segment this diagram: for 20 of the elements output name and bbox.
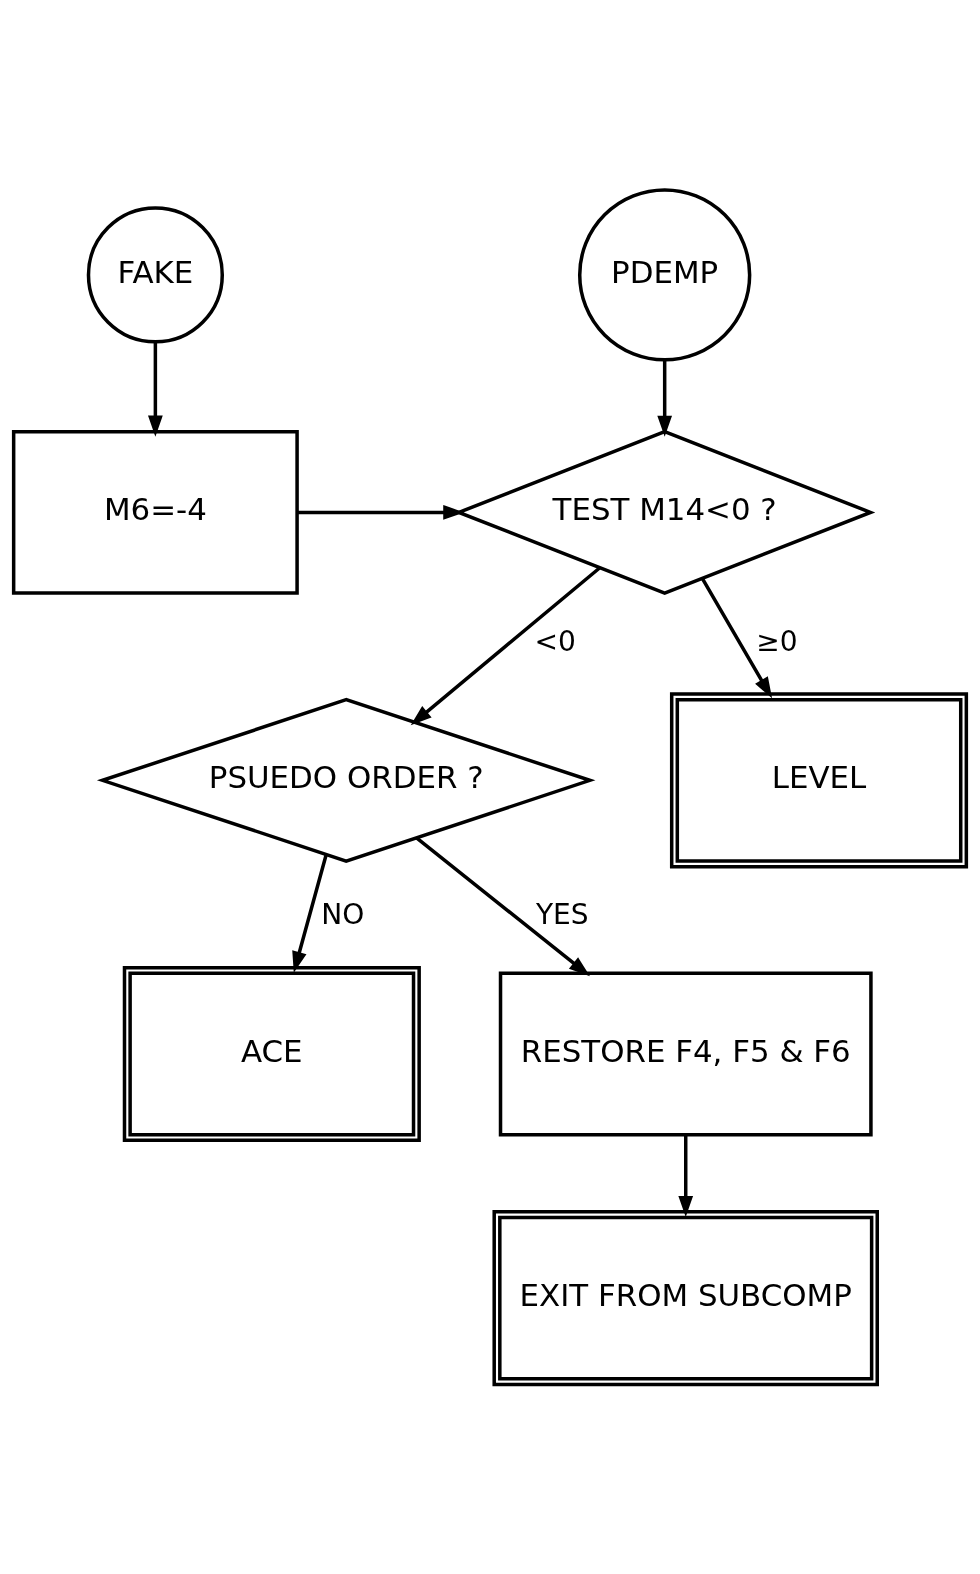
arrow bbox=[292, 854, 328, 973]
edge-label: <0 bbox=[534, 624, 576, 658]
edge-label: YES bbox=[535, 898, 589, 932]
node-box: ACE bbox=[122, 965, 421, 1142]
arrow bbox=[410, 566, 601, 726]
node-circle: PDEMP bbox=[577, 188, 752, 362]
arrow bbox=[657, 360, 673, 437]
edge-label: ≥0 bbox=[756, 624, 798, 658]
arrow bbox=[700, 577, 773, 699]
node-circle: FAKE bbox=[86, 206, 224, 344]
node-box: RESTORE F4, F5 & F6 bbox=[498, 971, 873, 1137]
edge-label: NO bbox=[321, 898, 365, 932]
node-box: LEVEL bbox=[669, 692, 969, 869]
arrow bbox=[678, 1135, 694, 1217]
arrow bbox=[148, 341, 163, 437]
node-box: EXIT FROM SUBCOMP bbox=[492, 1210, 879, 1387]
arrow bbox=[297, 505, 465, 520]
arrow bbox=[415, 836, 590, 977]
node-box: M6=-4 bbox=[11, 429, 299, 595]
node-diamond: PSUEDO ORDER ? bbox=[96, 697, 596, 863]
